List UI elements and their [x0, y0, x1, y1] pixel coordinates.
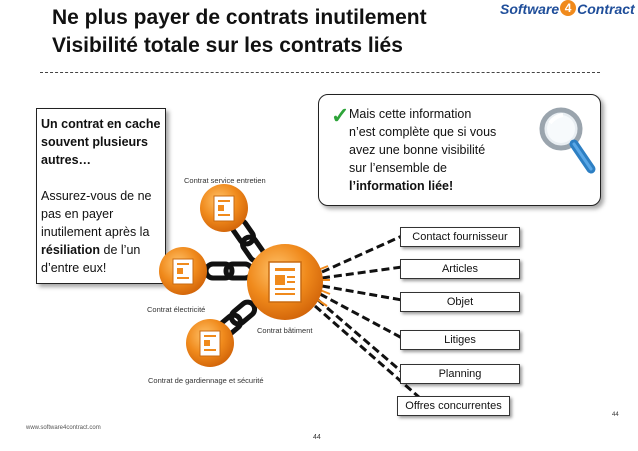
title-line-2: Visibilité totale sur les contrats liés — [52, 34, 403, 57]
node-gardiennage — [186, 319, 234, 367]
right-callout-line-3: avez une bonne visibilité — [349, 143, 486, 157]
node-entretien — [200, 184, 248, 232]
relation-connectors — [314, 234, 421, 400]
footer-page-number-right: 44 — [612, 412, 619, 418]
central-contract-node — [247, 244, 323, 320]
logo-text-contract: Contract — [577, 1, 635, 17]
left-callout-box: Un contrat en cache souvent plusieurs au… — [36, 108, 166, 284]
left-callout-bold-resiliation: résiliation — [41, 243, 101, 257]
right-callout-line-2: n’est complète que si vous — [349, 125, 497, 139]
logo-text-software: Software — [500, 1, 560, 17]
left-callout-line-5: pas en payer — [41, 207, 114, 221]
check-icon: ✓ — [331, 103, 350, 128]
left-callout-line-7-rest: de l’un — [100, 243, 141, 257]
chain-link-batiment-2 — [228, 299, 258, 327]
slide-title: Ne plus payer de contrats inutilement Vi… — [52, 4, 427, 60]
connector-litiges — [319, 292, 403, 340]
item-objet[interactable]: Objet — [400, 292, 520, 312]
footer-page-number: 44 — [313, 434, 321, 441]
left-callout-line-3: autres… — [41, 153, 92, 167]
connector-objet — [321, 284, 403, 302]
right-callout-box: ✓ Mais cette information n’est complète … — [318, 94, 601, 206]
connector-planning — [317, 298, 403, 374]
item-planning[interactable]: Planning — [400, 364, 520, 384]
left-callout-line-1: Un contrat en cache — [41, 117, 161, 131]
title-divider — [40, 72, 600, 73]
item-articles[interactable]: Articles — [400, 259, 520, 279]
node-electricite — [159, 247, 207, 295]
footer-website: www.software4contract.com — [26, 425, 101, 431]
right-callout-line-4: sur l’ensemble de — [349, 161, 447, 175]
magnifier-icon — [539, 107, 596, 174]
left-callout-line-4: Assurez-vous de ne — [41, 189, 152, 203]
title-line-1: Ne plus payer de contrats inutilement — [52, 6, 427, 29]
label-contrat-entretien: Contrat service entretien — [184, 176, 266, 185]
item-litiges[interactable]: Litiges — [400, 330, 520, 350]
label-contrat-gardiennage: Contrat de gardiennage et sécurité — [148, 376, 264, 385]
item-contact-fournisseur[interactable]: Contact fournisseur — [400, 227, 520, 247]
item-offres-concurrentes[interactable]: Offres concurrentes — [397, 396, 510, 416]
logo-four-badge: 4 — [560, 0, 577, 16]
label-contrat-batiment: Contrat bâtiment — [257, 326, 313, 335]
connector-articles — [321, 265, 403, 280]
right-callout-line-5: l’information liée! — [349, 179, 454, 193]
left-callout-line-7: résiliation de l’un — [41, 241, 161, 259]
label-contrat-electricite: Contrat électricité — [147, 305, 206, 314]
left-callout-line-2: souvent plusieurs — [41, 135, 148, 149]
left-callout-line-8: d’entre eux! — [41, 261, 107, 275]
connector-contact-fournisseur — [321, 234, 403, 274]
right-callout-line-1: Mais cette information — [349, 107, 472, 121]
left-callout-line-6: inutilement après la — [41, 225, 150, 239]
